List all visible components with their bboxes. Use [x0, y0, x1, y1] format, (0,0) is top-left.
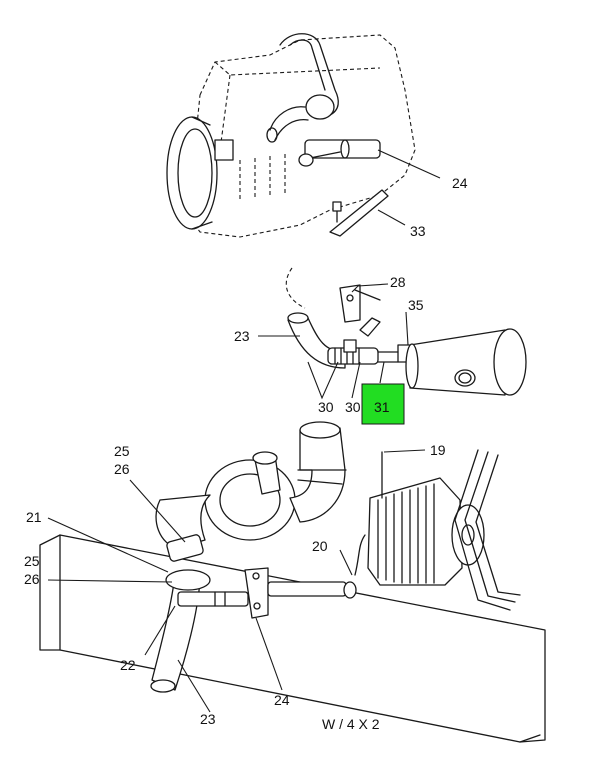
callout-31-highlight[interactable]: [361, 383, 405, 425]
callout-22: 22: [120, 657, 136, 673]
callout-25-bot: 25: [24, 553, 40, 569]
callout-30-right: 30: [345, 399, 361, 415]
engine-illustration: [166, 33, 416, 238]
callout-19: 19: [430, 442, 446, 458]
callout-31: 31: [374, 399, 390, 415]
callout-23-bot: 23: [200, 711, 216, 727]
callout-24-bot: 24: [274, 692, 290, 708]
callout-35: 35: [408, 297, 424, 313]
callout-33: 33: [410, 223, 426, 239]
turbo-frame-illustration: [39, 421, 546, 743]
callout-26-bot: 26: [24, 571, 40, 587]
callout-21: 21: [26, 509, 42, 525]
callout-26-top: 26: [114, 461, 130, 477]
callout-28: 28: [390, 274, 406, 290]
callout-30-left: 30: [318, 399, 334, 415]
callout-20: 20: [312, 538, 328, 554]
callout-23-mid: 23: [234, 328, 250, 344]
callout-24-top: 24: [452, 175, 468, 191]
callout-25-top: 25: [114, 443, 130, 459]
muffler-illustration: [285, 267, 527, 396]
diagram-caption: W / 4 X 2: [322, 716, 380, 732]
